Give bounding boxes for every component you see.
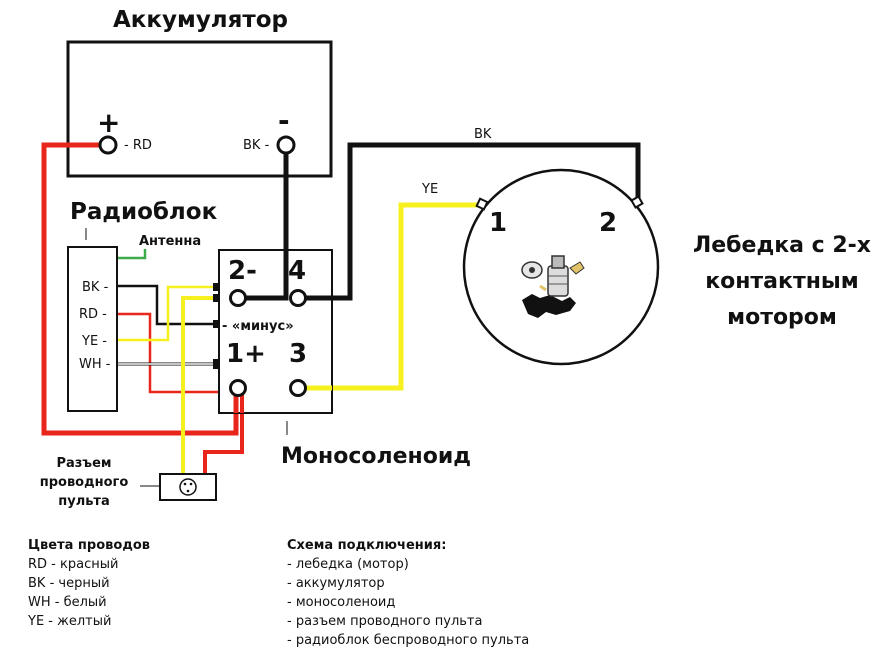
wire-red-connector (203, 392, 244, 474)
wire-red-battery-plus (41, 142, 239, 436)
battery-bk-label: BK - (243, 138, 270, 153)
motor-terminal-1-tab (475, 197, 489, 211)
connector-socket-icon (179, 478, 197, 496)
battery-minus-sign: - (278, 104, 290, 137)
motor-title-line-1: Лебедка с 2-х (693, 233, 871, 258)
wire-black-battery-minus-inner (238, 250, 289, 301)
battery-minus-terminal (276, 135, 296, 155)
wire-black-radio-bk (112, 284, 215, 326)
wire-colors-legend-title: Цвета проводов (28, 538, 150, 553)
motor-title-line-3: мотором (727, 305, 837, 330)
battery-title: Аккумулятор (113, 7, 288, 33)
legend-item: - разъем проводного пульта (287, 614, 483, 629)
legend-item: WH - белый (28, 595, 107, 610)
radio-pin-bk: BK - (82, 280, 109, 295)
legend-item: RD - красный (28, 557, 119, 572)
wire-red-radio-rd (112, 312, 236, 394)
motor-illustration-icon (521, 255, 585, 318)
radio-title: Радиоблок (70, 199, 218, 225)
solenoid-terminal-3-label: 3 (289, 339, 307, 369)
scheme-legend-title: Схема подключения: (287, 538, 447, 553)
wire-yellow-motor-1 (298, 202, 482, 391)
battery-rd-label: - RD (124, 138, 152, 153)
antenna-label: Антенна (139, 234, 201, 249)
radio-pin-wh: WH - (79, 357, 111, 372)
solenoid-terminal-4 (289, 289, 307, 307)
solenoid-terminal-1 (229, 379, 247, 397)
connector-pin (189, 482, 193, 486)
radio-pin-ye: YE - (81, 334, 107, 349)
motor-terminal-2-label: 2 (599, 208, 617, 238)
solenoid-pin-tab (213, 359, 219, 369)
solenoid-terminal-3 (289, 379, 307, 397)
connector-label-line-3: пульта (58, 494, 110, 509)
solenoid-terminal-2-label: 2- (228, 256, 257, 286)
solenoid-title: Моносоленоид (281, 444, 471, 469)
wire-colors-legend: Цвета проводов RD - красный BK - черный … (28, 536, 150, 631)
solenoid-pin-tab (213, 294, 219, 302)
legend-item: - аккумулятор (287, 576, 385, 591)
wire-yellow-radio-ye (112, 285, 215, 342)
motor-title-line-2: контактным (705, 269, 859, 294)
battery-plus-sign: + (97, 106, 120, 139)
connector-label-line-1: Разъем (56, 456, 111, 471)
radio-box (67, 246, 118, 412)
solenoid-minus-label: - «минус» (222, 319, 294, 334)
solenoid-pin-tab (213, 320, 219, 328)
legend-item: - моносоленоид (287, 595, 396, 610)
motor-terminal-2-tab (630, 195, 644, 209)
battery-box (66, 40, 333, 178)
solenoid-terminal-1-label: 1+ (226, 339, 266, 369)
wire-green-antenna (117, 249, 147, 260)
battery-plus-terminal (98, 135, 118, 155)
legend-item: - радиоблок беспроводного пульта (287, 633, 530, 648)
solenoid-terminal-2 (229, 289, 247, 307)
solenoid-terminal-4-label: 4 (288, 256, 306, 286)
wire-label-ye: YE (421, 182, 438, 197)
connector-pin (183, 482, 187, 486)
wire-label-bk: BK (474, 127, 492, 142)
solenoid-pin-tab (213, 283, 219, 291)
wire-yellow-connector (181, 296, 215, 474)
motor-terminal-1-label: 1 (489, 208, 507, 238)
connector-pin (186, 489, 190, 493)
radio-pin-rd: RD - (79, 307, 107, 322)
legend-item: BK - черный (28, 576, 110, 591)
legend-item: YE - желтый (28, 614, 112, 629)
connector-label-line-2: проводного (40, 475, 129, 490)
scheme-legend: Схема подключения: - лебедка (мотор) - а… (287, 536, 529, 650)
legend-item: - лебедка (мотор) (287, 557, 409, 572)
